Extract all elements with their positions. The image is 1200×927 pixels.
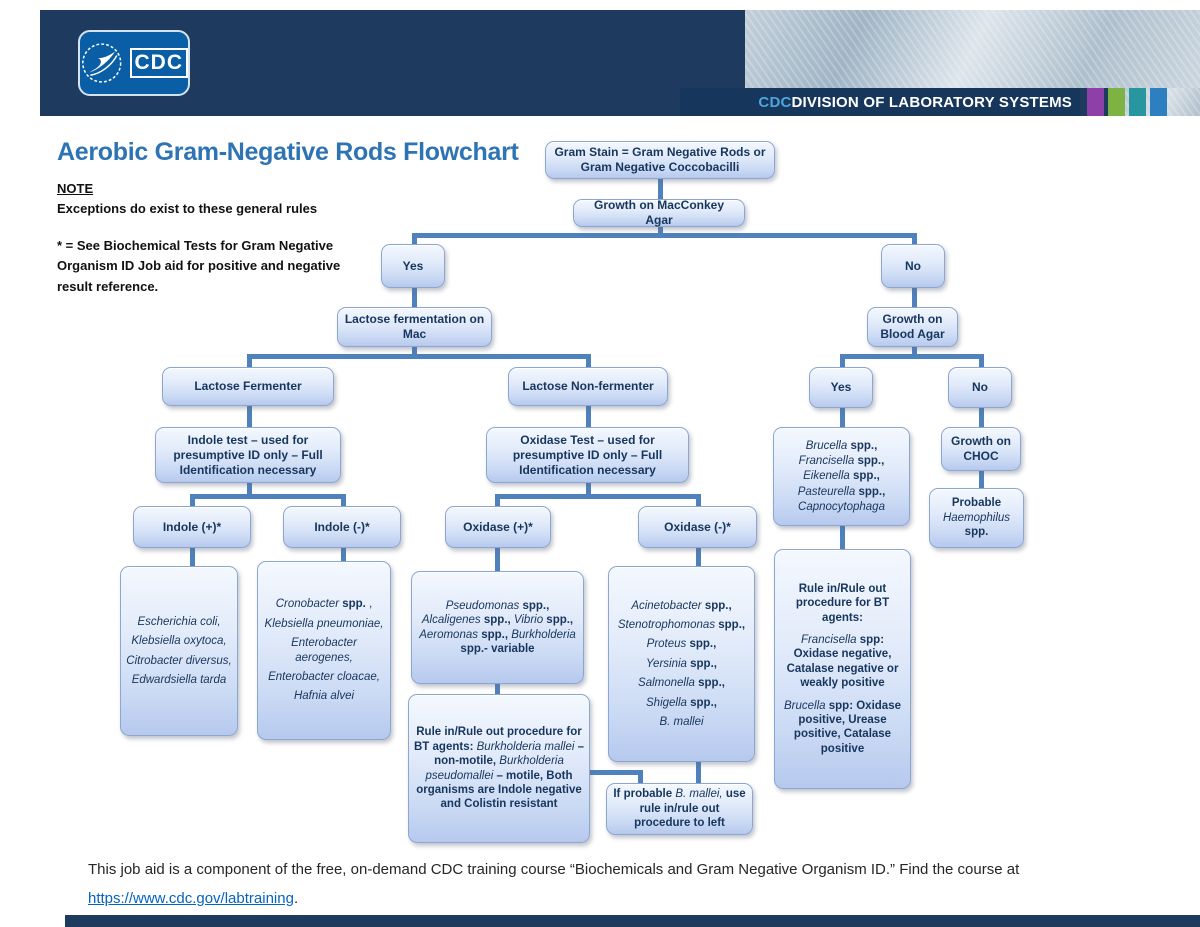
connector bbox=[412, 288, 417, 308]
connector bbox=[658, 226, 663, 235]
connector bbox=[589, 770, 643, 775]
division-band: CDC DIVISION OF LABORATORY SYSTEMS bbox=[680, 88, 1080, 116]
connector bbox=[495, 682, 500, 696]
connector bbox=[696, 760, 701, 784]
node-blood-agar: Growth on Blood Agar bbox=[867, 307, 958, 347]
connector bbox=[696, 548, 701, 567]
hhs-seal-icon bbox=[82, 43, 122, 83]
node-rule-bt-left: Rule in/Rule out procedure for BT agents… bbox=[408, 694, 590, 843]
node-macconkey-agar: Growth on MacConkey Agar bbox=[573, 198, 745, 227]
header-banner: CDC DIVISION OF LABORATORY SYSTEMS CDC bbox=[40, 10, 1200, 116]
connector bbox=[247, 482, 252, 498]
note-heading: NOTE bbox=[57, 181, 94, 196]
footer-line1: This job aid is a component of the free,… bbox=[88, 861, 1020, 878]
node-growth-choc: Growth on CHOC bbox=[941, 427, 1021, 471]
footer-text: This job aid is a component of the free,… bbox=[88, 856, 1138, 913]
connector bbox=[638, 770, 643, 784]
connector bbox=[912, 346, 917, 358]
connector bbox=[912, 288, 917, 308]
node-acinetobacter-list: Acinetobacter spp.,Stenotrophomonas spp.… bbox=[608, 566, 755, 762]
square-blue bbox=[1150, 88, 1167, 116]
square-teal bbox=[1129, 88, 1146, 116]
node-lactose-fermentation: Lactose fermentation on Mac bbox=[337, 307, 492, 347]
connector bbox=[412, 233, 917, 238]
color-squares bbox=[1087, 88, 1167, 116]
node-oxidase-test: Oxidase Test – used for presumptive ID o… bbox=[486, 427, 689, 483]
connector bbox=[190, 548, 195, 567]
connector bbox=[840, 354, 845, 368]
note-line1: Exceptions do exist to these general rul… bbox=[57, 201, 318, 217]
connector bbox=[586, 482, 591, 498]
connector bbox=[979, 354, 984, 368]
cdc-hhs-logo: CDC bbox=[78, 30, 190, 96]
connector bbox=[912, 233, 917, 246]
connector bbox=[840, 524, 845, 550]
connector bbox=[979, 406, 984, 428]
connector bbox=[840, 406, 845, 428]
footer-bar bbox=[65, 915, 1200, 927]
node-lactose-fermenter: Lactose Fermenter bbox=[162, 367, 334, 406]
square-purple bbox=[1087, 88, 1104, 116]
connector bbox=[247, 354, 591, 359]
node-cronobacter-list: Cronobacter spp. ,Klebsiella pneumoniae,… bbox=[257, 561, 391, 740]
connector bbox=[412, 233, 417, 246]
node-lactose-nonfermenter: Lactose Non-fermenter bbox=[508, 367, 668, 406]
connector bbox=[341, 548, 346, 562]
connector bbox=[341, 494, 346, 507]
connector bbox=[495, 494, 701, 499]
node-brucella-list: Brucella spp.,Francisella spp.,Eikenella… bbox=[773, 427, 910, 526]
connector bbox=[658, 179, 663, 200]
node-rule-bt-right: Rule in/Rule out procedure for BT agents… bbox=[774, 549, 911, 789]
square-green bbox=[1108, 88, 1125, 116]
connector bbox=[190, 494, 195, 507]
node-if-probable-mallei: If probable B. mallei, use rule in/rule … bbox=[606, 783, 753, 835]
connector bbox=[247, 354, 252, 368]
band-division-label: DIVISION OF LABORATORY SYSTEMS bbox=[791, 93, 1072, 111]
node-oxidase-negative: Oxidase (-)* bbox=[638, 506, 757, 548]
band-cdc-label: CDC bbox=[758, 93, 792, 111]
connector bbox=[190, 494, 346, 499]
note-block: NOTE Exceptions do exist to these genera… bbox=[57, 179, 359, 297]
node-no-right: No bbox=[881, 244, 945, 288]
node-oxidase-positive: Oxidase (+)* bbox=[445, 506, 551, 548]
page-title: Aerobic Gram-Negative Rods Flowchart bbox=[57, 138, 519, 166]
node-no-right2: No bbox=[948, 367, 1012, 408]
note-line2: * = See Biochemical Tests for Gram Negat… bbox=[57, 238, 341, 294]
connector bbox=[586, 354, 591, 368]
connector bbox=[979, 469, 984, 490]
connector bbox=[247, 406, 252, 428]
node-ecoli-list: Escherichia coli,Klebsiella oxytoca,Citr… bbox=[120, 566, 238, 736]
node-indole-test: Indole test – used for presumptive ID on… bbox=[155, 427, 341, 483]
cdc-logo-text: CDC bbox=[129, 48, 188, 78]
node-gram-stain: Gram Stain = Gram Negative Rods or Gram … bbox=[545, 141, 775, 179]
header-pattern bbox=[745, 10, 1200, 88]
connector bbox=[495, 548, 500, 572]
node-yes-right: Yes bbox=[809, 367, 873, 408]
node-pseudomonas-list: Pseudomonas spp., Alcaligenes spp., Vibr… bbox=[411, 571, 584, 684]
footer-period: . bbox=[293, 889, 299, 907]
connector bbox=[696, 494, 701, 507]
node-indole-positive: Indole (+)* bbox=[133, 506, 251, 548]
connector bbox=[840, 354, 984, 359]
labtraining-link[interactable]: https://www.cdc.gov/labtraining bbox=[88, 889, 294, 907]
connector bbox=[495, 494, 500, 507]
connector bbox=[412, 346, 417, 359]
footer-line2: https://www.cdc.gov/labtraining. bbox=[88, 885, 1138, 914]
connector bbox=[586, 406, 591, 428]
node-indole-negative: Indole (-)* bbox=[283, 506, 401, 548]
node-yes-left: Yes bbox=[381, 244, 445, 288]
node-probable-haemophilus: Probable Haemophilus spp. bbox=[929, 488, 1024, 548]
